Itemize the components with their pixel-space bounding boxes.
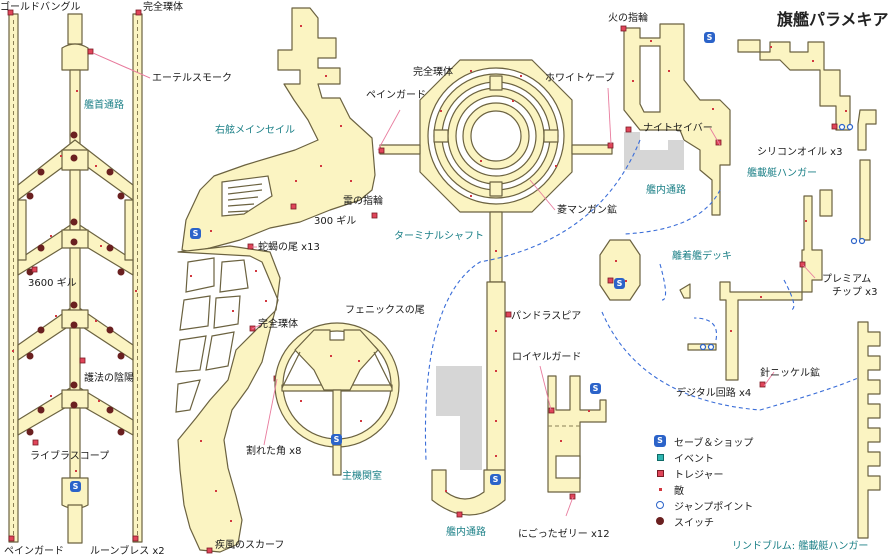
item-label: 蛇蝎の尾 x13	[258, 242, 320, 253]
legend-row-event: イベント	[652, 449, 753, 465]
hangar-corridors-section	[719, 189, 833, 388]
item-label: シリコンオイル x3	[757, 147, 843, 158]
legend-row-enemy: 敵	[652, 481, 753, 497]
legend-row-save: S セーブ＆ショップ	[652, 433, 753, 449]
item-label: ルーンブレス x2	[90, 546, 165, 557]
item-label: 割れた角 x8	[246, 446, 302, 457]
item-label: ペインガード	[366, 90, 426, 101]
legend-label: スイッチ	[674, 517, 714, 529]
leader-lines	[92, 52, 816, 517]
switch-icon	[656, 517, 664, 525]
area-label-inner-passage-bottom: 艦内通路	[446, 527, 486, 538]
area-label-terminal-shaft: ターミナルシャフト	[394, 231, 484, 242]
item-label: 疾風のスカーフ	[215, 540, 285, 551]
save-point-icon[interactable]: S	[70, 481, 81, 492]
item-label: エーテルスモーク	[152, 73, 232, 84]
item-label: デジタル回路 x4	[676, 388, 752, 399]
item-label: 針ニッケル鉱	[760, 368, 820, 379]
save-point-icon[interactable]: S	[331, 434, 342, 445]
treasure-icon	[656, 469, 664, 477]
item-label: ライブラスコープ	[30, 451, 110, 462]
map-title: 旗艦パラメキア	[777, 10, 889, 29]
legend-label: イベント	[674, 453, 714, 465]
item-label: ロイヤルガード	[512, 352, 582, 363]
item-label: プレミアム	[822, 274, 872, 285]
save-point-icon[interactable]: S	[190, 228, 201, 239]
legend-label: ジャンプポイント	[674, 501, 754, 513]
item-label: フェニックスの尾	[345, 305, 425, 316]
legend-label: 敵	[674, 485, 684, 497]
map-legend: S セーブ＆ショップ イベント トレジャー 敵 ジャンプポイント スイッチ	[652, 433, 753, 529]
item-label: 完全瑮体	[413, 67, 453, 78]
legend-label: セーブ＆ショップ	[674, 437, 754, 449]
area-label-engine-room: 主機関室	[342, 471, 382, 482]
item-label: ホワイトケープ	[545, 73, 615, 84]
legend-row-jump: ジャンプポイント	[652, 497, 753, 513]
area-label-inner-passage-top: 艦内通路	[646, 185, 686, 196]
save-point-icon[interactable]: S	[614, 278, 625, 289]
bow-passage-section	[7, 9, 151, 544]
area-label-landing-deck: 離着艦デッキ	[672, 251, 732, 262]
item-label: 雷の指輪	[343, 196, 383, 207]
item-label: 300 ギル	[314, 216, 357, 227]
item-label: 火の指輪	[608, 13, 648, 24]
save-point-icon[interactable]: S	[590, 383, 601, 394]
item-label: 完全瑮体	[143, 2, 183, 13]
item-label: ペインガード	[4, 546, 64, 557]
legend-row-treasure: トレジャー	[652, 465, 753, 481]
jump-point-icon	[656, 501, 664, 509]
warp-paths	[424, 139, 859, 461]
legend-row-switch: スイッチ	[652, 513, 753, 529]
royal-guard-section	[547, 375, 607, 500]
item-label: 護法の陰陽	[84, 373, 134, 384]
enemy-icon	[658, 487, 662, 491]
terminal-shaft-section	[378, 59, 614, 283]
lindblum-hangar-section	[857, 321, 881, 539]
event-icon	[656, 453, 664, 461]
right-wing-sail-section	[175, 7, 378, 554]
landing-deck-section	[599, 239, 717, 351]
item-label: パンドラスピア	[511, 311, 582, 322]
item-label: 完全瑮体	[258, 319, 298, 330]
pipe-section	[737, 39, 877, 245]
item-label: にごったゼリー x12	[518, 529, 610, 540]
area-label-lindblum-hangar: リンドブルム: 艦載艇ハンガー	[732, 541, 869, 552]
item-label: チップ x3	[832, 287, 878, 298]
legend-label: トレジャー	[674, 469, 724, 481]
save-point-icon[interactable]: S	[490, 474, 501, 485]
save-shop-icon: S	[654, 435, 666, 447]
item-label: ナイトセイバー	[643, 123, 713, 134]
item-label: 菱マンガン鉱	[557, 205, 617, 216]
item-label: 3600 ギル	[28, 278, 77, 289]
area-label-right-wing-sail: 右舷メインセイル	[215, 125, 295, 136]
engine-room-section	[274, 322, 400, 476]
save-point-icon[interactable]: S	[704, 32, 715, 43]
item-label: ゴールドバングル	[0, 2, 81, 13]
area-label-bow-passage: 艦首通路	[84, 100, 124, 111]
area-label-carrier-hangar: 艦載艇ハンガー	[747, 168, 817, 179]
